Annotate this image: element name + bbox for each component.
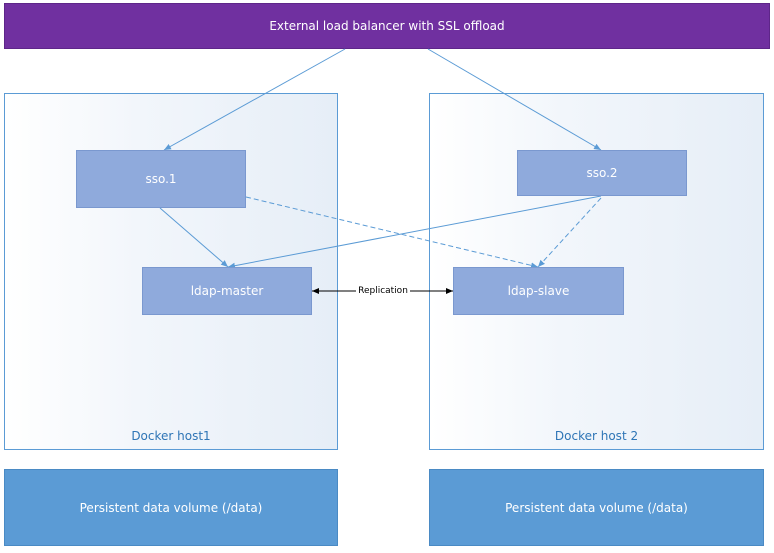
docker-host-2-label: Docker host 2 — [554, 429, 639, 443]
docker-host-1-label: Docker host1 — [131, 429, 211, 443]
load-balancer: External load balancer with SSL offload — [4, 3, 770, 49]
ldap-master-node: ldap-master — [142, 267, 312, 315]
load-balancer-label: External load balancer with SSL offload — [269, 19, 505, 33]
persistent-volume-2-label: Persistent data volume (/data) — [505, 500, 688, 515]
sso1-label: sso.1 — [145, 172, 177, 186]
persistent-volume-1-label: Persistent data volume (/data) — [79, 500, 263, 515]
persistent-volume-1: Persistent data volume (/data) — [4, 469, 338, 546]
sso2-node: sso.2 — [517, 150, 687, 196]
ldap-slave-label: ldap-slave — [507, 284, 570, 298]
sso1-node: sso.1 — [76, 150, 246, 208]
sso2-label: sso.2 — [586, 166, 618, 180]
persistent-volume-2: Persistent data volume (/data) — [429, 469, 764, 546]
ldap-master-label: ldap-master — [190, 284, 264, 298]
replication-label: Replication — [356, 284, 410, 298]
ldap-slave-node: ldap-slave — [453, 267, 624, 315]
